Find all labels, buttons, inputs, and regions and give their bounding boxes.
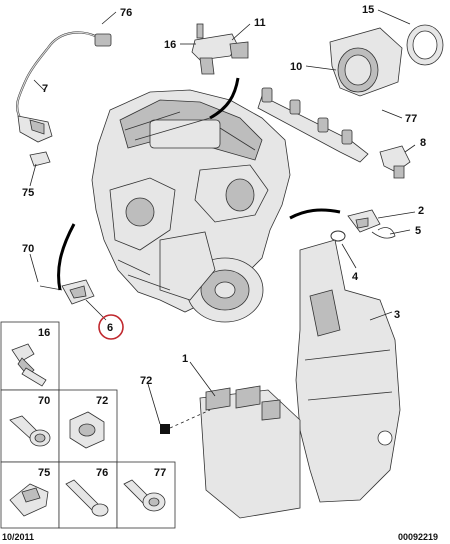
callout-72-left: 72	[140, 375, 152, 387]
callout-6: 6	[107, 322, 113, 334]
footer-date: 10/2011	[2, 532, 34, 542]
callout-5: 5	[415, 225, 421, 237]
clip-75-drawing	[9, 483, 49, 517]
callout-76-top: 76	[120, 7, 132, 19]
cable-sensor-7	[16, 31, 112, 143]
bolt-16-drawing	[11, 343, 47, 387]
table-cell-76: 76	[96, 467, 108, 479]
callout-16-top: 16	[164, 39, 176, 51]
airflow-meter-10	[329, 24, 444, 97]
callout-75-left: 75	[22, 187, 34, 199]
callout-70-left: 70	[22, 243, 34, 255]
bolt-70-drawing	[9, 415, 51, 447]
table-cell-77: 77	[154, 467, 166, 479]
sensor-11	[191, 23, 249, 75]
engine-block	[91, 89, 291, 323]
callout-7: 7	[42, 83, 48, 95]
callout-3: 3	[394, 309, 400, 321]
callout-2: 2	[418, 205, 424, 217]
bracket-3	[295, 239, 401, 503]
highlight-circle-6	[98, 314, 124, 340]
screw-77-drawing	[123, 479, 166, 512]
clip-5	[371, 227, 396, 239]
table-cell-70: 70	[38, 395, 50, 407]
sensor-2	[347, 209, 381, 233]
callout-11: 11	[254, 17, 266, 29]
callout-1: 1	[182, 353, 188, 365]
footer-reference: 00092219	[398, 532, 438, 542]
table-cell-16: 16	[38, 327, 50, 339]
callout-8: 8	[420, 137, 426, 149]
callouts: 76 16 11 15 10 7 77 8 75 2 70 5 4 3 1 72…	[22, 4, 426, 387]
sensor-6	[39, 279, 95, 305]
clip-75	[29, 151, 51, 167]
ecu-1	[199, 385, 301, 519]
leader-lines	[29, 9, 416, 425]
screw-76-drawing	[65, 479, 109, 517]
connector-72	[160, 409, 211, 434]
arrow-swoosh-left	[57, 223, 76, 291]
nut-72-drawing	[69, 411, 105, 449]
fuel-rail	[257, 87, 369, 163]
seal-4	[330, 230, 346, 242]
callout-77-right: 77	[405, 113, 417, 125]
fastener-table: 16 70 72 75 76 77	[0, 321, 176, 529]
sensor-8	[379, 145, 411, 179]
arrow-swoosh-top	[209, 77, 240, 120]
table-cell-75: 75	[38, 467, 50, 479]
arrow-swoosh-right	[289, 208, 341, 220]
callout-4: 4	[352, 271, 359, 283]
callout-15: 15	[362, 4, 374, 16]
callout-10: 10	[290, 61, 302, 73]
table-cell-72: 72	[96, 395, 108, 407]
